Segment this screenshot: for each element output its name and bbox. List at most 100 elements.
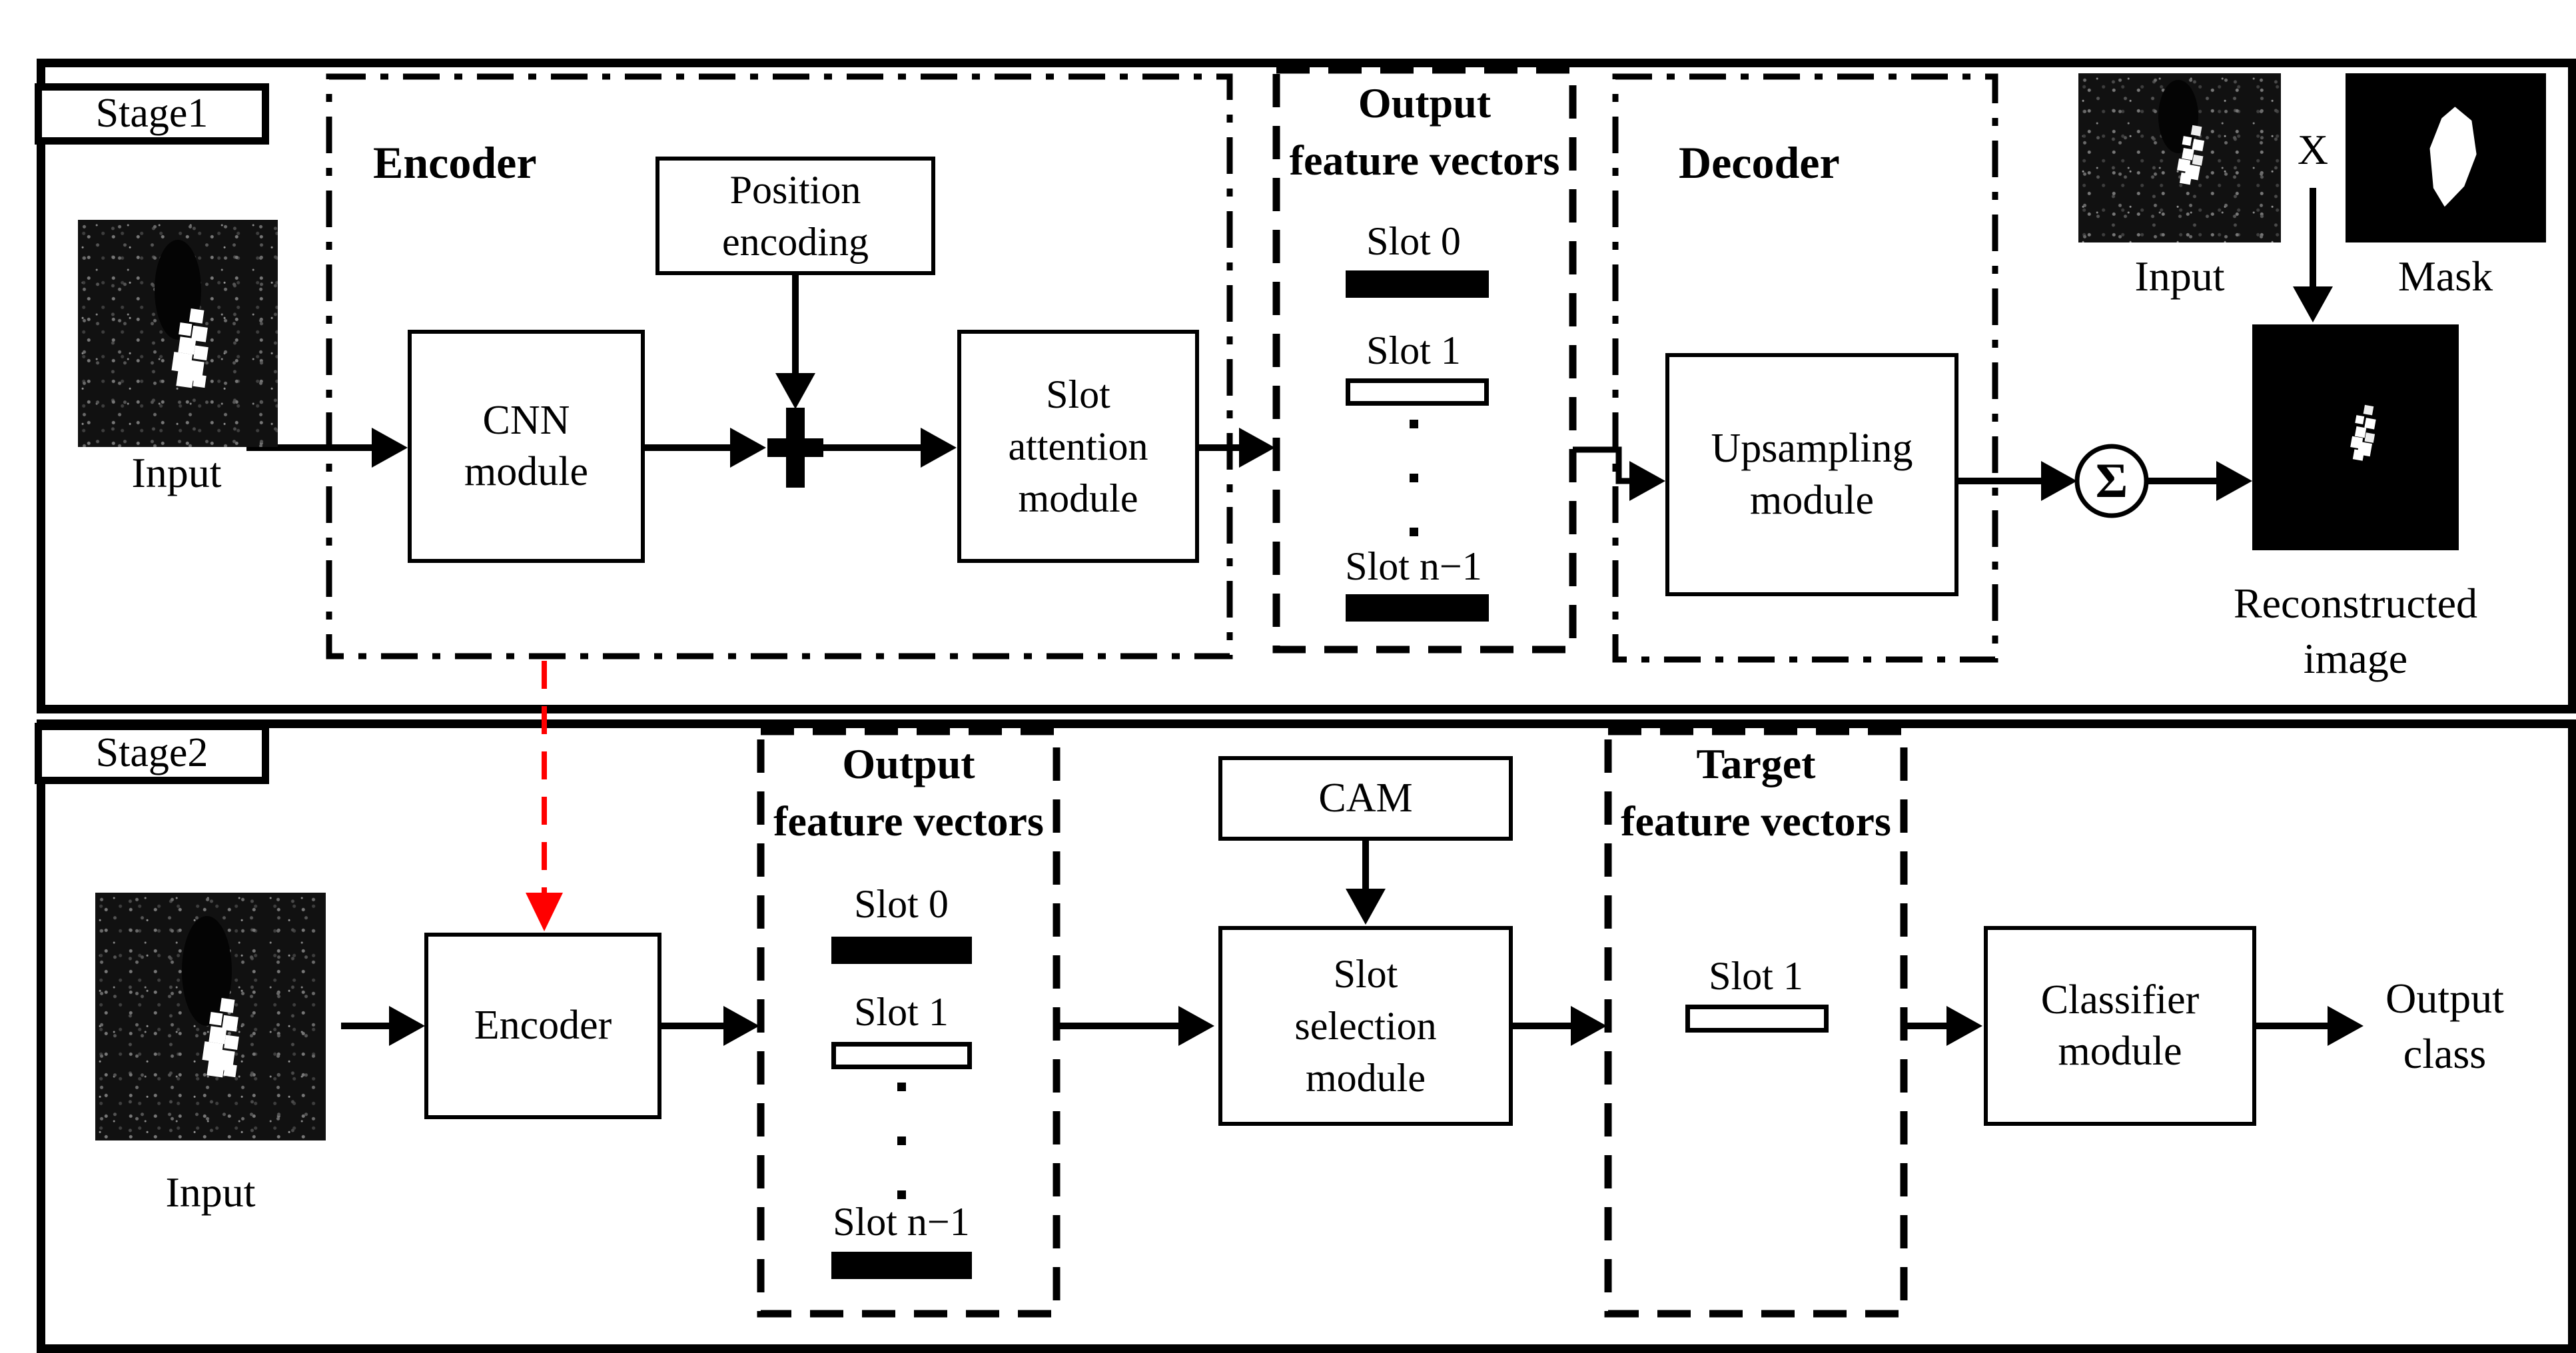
stage2-outputfv-title: Output feature vectors (763, 733, 1054, 853)
classifier-module-box: Classifier module (1984, 926, 2256, 1126)
arrowhead-cam-to-slotselection (1346, 889, 1386, 925)
sum-circle (2074, 444, 2149, 518)
target-fv-title-text: Target feature vectors (1621, 740, 1891, 845)
stage1-input-label: Input (77, 445, 276, 501)
ship-wake (182, 916, 232, 1026)
decoder-region-outline (1612, 73, 1998, 663)
stage1-tag: Stage1 (35, 83, 269, 145)
stage2-frame (37, 719, 2576, 1353)
stage2-encoder-label: Encoder (474, 1003, 612, 1049)
stage1-topright-input-image (2078, 73, 2281, 242)
stage2-slot1-label: Slot 1 (801, 985, 1001, 1039)
stage1-tag-label: Stage1 (95, 91, 209, 137)
arrowhead-sum-to-reconstructed (2216, 461, 2252, 501)
upsampling-module-label: Upsampling module (1711, 426, 1913, 523)
sum-symbol: Σ (2078, 448, 2145, 514)
cam-module-box: CAM (1218, 756, 1513, 841)
reconstructed-label: Reconstructed image (2218, 574, 2493, 687)
arrowhead-position-to-add (775, 373, 815, 409)
arrow-outputfv-to-upsampling (1573, 446, 1631, 484)
ship-target (184, 346, 192, 354)
stage2-slotn1-bar (831, 1252, 972, 1279)
multiply-symbol-text: X (2297, 126, 2329, 174)
reconstructed-ship (2359, 431, 2365, 438)
slot-selection-module-label: Slot selection module (1294, 952, 1437, 1100)
arrowhead-cnn-to-add (730, 428, 766, 468)
cnn-module-box: CNN module (408, 330, 645, 563)
cnn-module-label: CNN module (464, 397, 588, 495)
ship-wake (155, 240, 201, 340)
stage1-frame (37, 59, 2576, 713)
sum-symbol-text: Σ (2095, 453, 2128, 508)
ship-target (215, 1035, 222, 1043)
stage1-output-feature-vectors-outline (1272, 66, 1577, 654)
stage1-slotn1-label: Slot n−1 (1314, 540, 1513, 593)
add-icon (767, 408, 823, 488)
slot-attention-module-box: Slot attention module (957, 330, 1199, 563)
target-slot1-bar (1685, 1005, 1829, 1033)
stage1-topright-input-label-text: Input (2134, 252, 2225, 300)
stage1-outputfv-title-text: Output feature vectors (1289, 79, 1560, 184)
encoder-region-title-text: Encoder (373, 137, 537, 188)
stage1-slotn1-label-text: Slot n−1 (1345, 544, 1482, 588)
stage1-slot1-bar (1346, 378, 1489, 406)
stage2-input-label-text: Input (165, 1168, 256, 1216)
arrowhead-input2-to-encoder (389, 1006, 425, 1046)
reconstructed-image (2252, 324, 2459, 550)
multiply-symbol: X (2281, 120, 2345, 180)
decoder-region-title: Decoder (1679, 137, 1840, 189)
position-encoding-label: Position encoding (722, 168, 869, 264)
slot-attention-module-label: Slot attention module (1008, 372, 1148, 520)
stage1-slot0-bar (1346, 270, 1489, 298)
arrowhead-slotselection-to-targetfv (1571, 1006, 1607, 1046)
arrowhead-outputfv2-to-slotselection (1178, 1006, 1214, 1046)
stage1-input-image (78, 220, 278, 447)
classifier-module-label: Classifier module (2040, 977, 2200, 1075)
target-slot1-label-text: Slot 1 (1709, 954, 1803, 998)
arrowhead-outputfv-to-upsampling (1629, 461, 1665, 501)
stage2-slotn1-label: Slot n−1 (801, 1195, 1001, 1248)
arrowhead-input-to-cnn (372, 428, 408, 468)
stage2-encoder-box: Encoder (424, 933, 661, 1119)
arrowhead-mask-to-reconstructed (2293, 286, 2333, 322)
stage2-input-image (95, 893, 326, 1140)
ship-target (2186, 153, 2193, 160)
stage1-slot1-label: Slot 1 (1314, 324, 1513, 377)
mask-blob (2412, 102, 2485, 211)
stage2-slot1-label-text: Slot 1 (854, 990, 949, 1034)
stage1-outputfv-title: Output feature vectors (1280, 72, 1569, 192)
encoder-region-outline (326, 73, 1233, 660)
arrowhead-slotattention-to-outputfv (1239, 428, 1275, 468)
arrowhead-add-to-slotattention (921, 428, 957, 468)
stage1-topright-input-label: Input (2073, 250, 2286, 303)
upsampling-module-box: Upsampling module (1665, 353, 1958, 596)
stage1-slot0-label-text: Slot 0 (1366, 219, 1461, 263)
mask-label-text: Mask (2397, 252, 2493, 300)
cam-module-label: CAM (1318, 775, 1413, 821)
reconstructed-label-text: Reconstructed image (2233, 579, 2478, 682)
output-class-label: Output class (2358, 966, 2531, 1086)
output-class-label-text: Output class (2385, 974, 2504, 1077)
encoder-region-title: Encoder (373, 137, 537, 189)
arrowhead-encoder-to-outputfv2 (723, 1006, 759, 1046)
arrowhead-classifier-to-outputclass (2328, 1006, 2363, 1046)
stage2-input-label: Input (111, 1164, 310, 1220)
stage2-outputfv-title-text: Output feature vectors (773, 740, 1044, 845)
stage1-slotn1-bar (1346, 594, 1489, 622)
mask-label: Mask (2339, 250, 2552, 303)
stage2-slot0-label-text: Slot 0 (854, 882, 949, 926)
arrowhead-targetfv-to-classifier (1946, 1006, 1982, 1046)
mask-image (2346, 73, 2546, 242)
decoder-region-title-text: Decoder (1679, 137, 1840, 188)
position-encoding-box: Position encoding (655, 157, 935, 275)
target-fv-title: Target feature vectors (1611, 733, 1901, 853)
slot-ellipsis-stage2 (897, 1083, 906, 1199)
stage2-tag: Stage2 (35, 723, 269, 784)
stage2-slot0-label: Slot 0 (801, 877, 1001, 931)
stage2-slot0-bar (831, 937, 972, 964)
ship-wake (2158, 80, 2198, 153)
target-slot1-label: Slot 1 (1656, 949, 1856, 1003)
stage1-slot1-label-text: Slot 1 (1366, 328, 1461, 372)
